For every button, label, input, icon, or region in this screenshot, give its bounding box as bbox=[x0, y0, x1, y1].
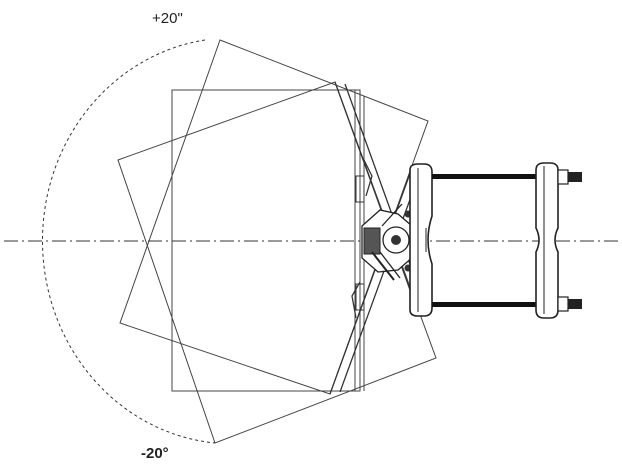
bolt-upper bbox=[557, 169, 582, 185]
hinge-bracket-bottom bbox=[355, 283, 365, 311]
bolt-lower bbox=[557, 296, 582, 312]
hinge-lever-top bbox=[363, 159, 373, 197]
hinge-bracket-top bbox=[355, 175, 365, 203]
minus-angle-label: -20° bbox=[141, 445, 169, 462]
plus-angle-label: +20" bbox=[152, 10, 183, 27]
mounting-plate bbox=[535, 162, 559, 319]
upper-rod bbox=[432, 174, 536, 179]
clamp-arm-upper bbox=[334, 81, 419, 313]
swing-arc bbox=[42, 39, 216, 444]
lower-rod bbox=[432, 302, 536, 307]
hinge-lever-bottom bbox=[351, 281, 361, 319]
load-outline-minus20 bbox=[117, 81, 437, 444]
load-outline-neutral bbox=[171, 89, 361, 392]
clamp-arm-lower bbox=[329, 167, 413, 395]
clamp-arm-lower-inner bbox=[339, 171, 421, 393]
carriage-plate bbox=[409, 163, 433, 317]
rotator-mechanism bbox=[361, 203, 415, 281]
